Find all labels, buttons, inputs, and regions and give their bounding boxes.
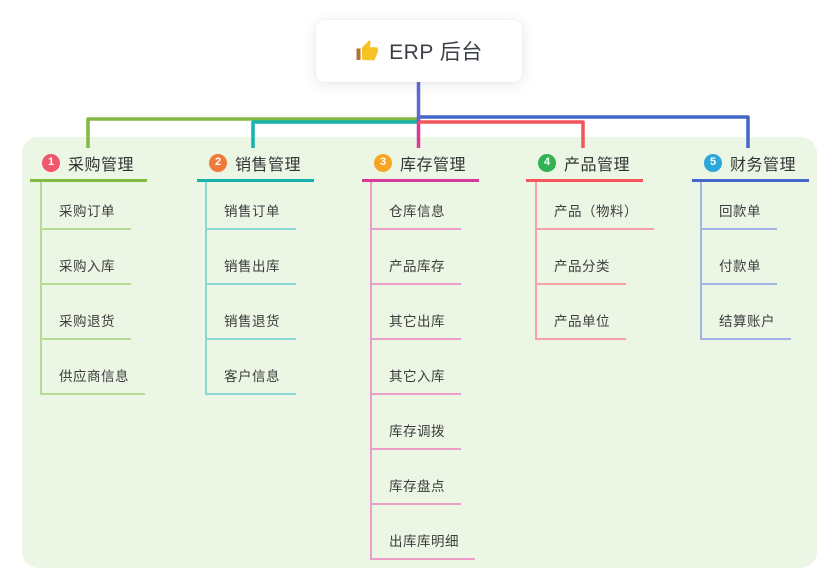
branch-title-label: 财务管理 [730,156,797,174]
branch-item[interactable]: 产品库存 [372,230,461,285]
root-label: ERP 后台 [389,41,483,64]
branch-number-badge: 4 [538,153,556,172]
branch-item[interactable]: 产品（物料） [537,182,654,230]
branch-number-badge: 2 [209,153,227,172]
branches-panel [22,137,817,568]
branch-item[interactable]: 采购入库 [42,230,131,285]
branch-number-badge: 1 [42,153,60,172]
branch-title[interactable]: 5 财务管理 [692,146,809,182]
branch-items: 销售订单销售出库销售退货客户信息 [205,182,296,395]
branch-items: 产品（物料）产品分类产品单位 [535,182,654,340]
thumb-hand-shape [362,40,379,61]
branch-item[interactable]: 结算账户 [702,285,791,340]
branch-items: 采购订单采购入库采购退货供应商信息 [40,182,145,395]
branch-item[interactable]: 采购退货 [42,285,131,340]
branch-item[interactable]: 销售订单 [207,182,296,230]
branch-number-badge: 3 [374,153,392,172]
branch-item[interactable]: 供应商信息 [42,340,145,395]
branch-items: 仓库信息产品库存其它出库其它入库库存调拨库存盘点出库库明细 [370,182,475,560]
branch-item[interactable]: 仓库信息 [372,182,461,230]
branch-item[interactable]: 回款单 [702,182,777,230]
branch-title-label: 库存管理 [400,156,467,174]
branch-item[interactable]: 销售出库 [207,230,296,285]
root-node[interactable]: ERP 后台 [316,20,522,82]
branch-item[interactable]: 出库库明细 [372,505,475,560]
branch-title-label: 销售管理 [235,156,302,174]
branch-number-badge: 5 [704,153,722,172]
branch-title[interactable]: 1 采购管理 [30,146,147,182]
branch-item[interactable]: 产品单位 [537,285,626,340]
thumb-cuff-shape [356,48,361,60]
branch-item[interactable]: 其它入库 [372,340,461,395]
branch-title[interactable]: 2 销售管理 [197,146,314,182]
branch-item[interactable]: 采购订单 [42,182,131,230]
branch-title-label: 采购管理 [68,156,135,174]
branch-title[interactable]: 4 产品管理 [526,146,643,182]
branch-item[interactable]: 库存盘点 [372,450,461,505]
branch-items: 回款单付款单结算账户 [700,182,791,340]
branch-item[interactable]: 产品分类 [537,230,626,285]
branch-item[interactable]: 客户信息 [207,340,296,395]
branch-item[interactable]: 库存调拨 [372,395,461,450]
branch-item[interactable]: 其它出库 [372,285,461,340]
branch-title-label: 产品管理 [564,156,631,174]
thumbs-up-icon [356,40,379,61]
branch-title[interactable]: 3 库存管理 [362,146,479,182]
branch-item[interactable]: 销售退货 [207,285,296,340]
branch-item[interactable]: 付款单 [702,230,777,285]
